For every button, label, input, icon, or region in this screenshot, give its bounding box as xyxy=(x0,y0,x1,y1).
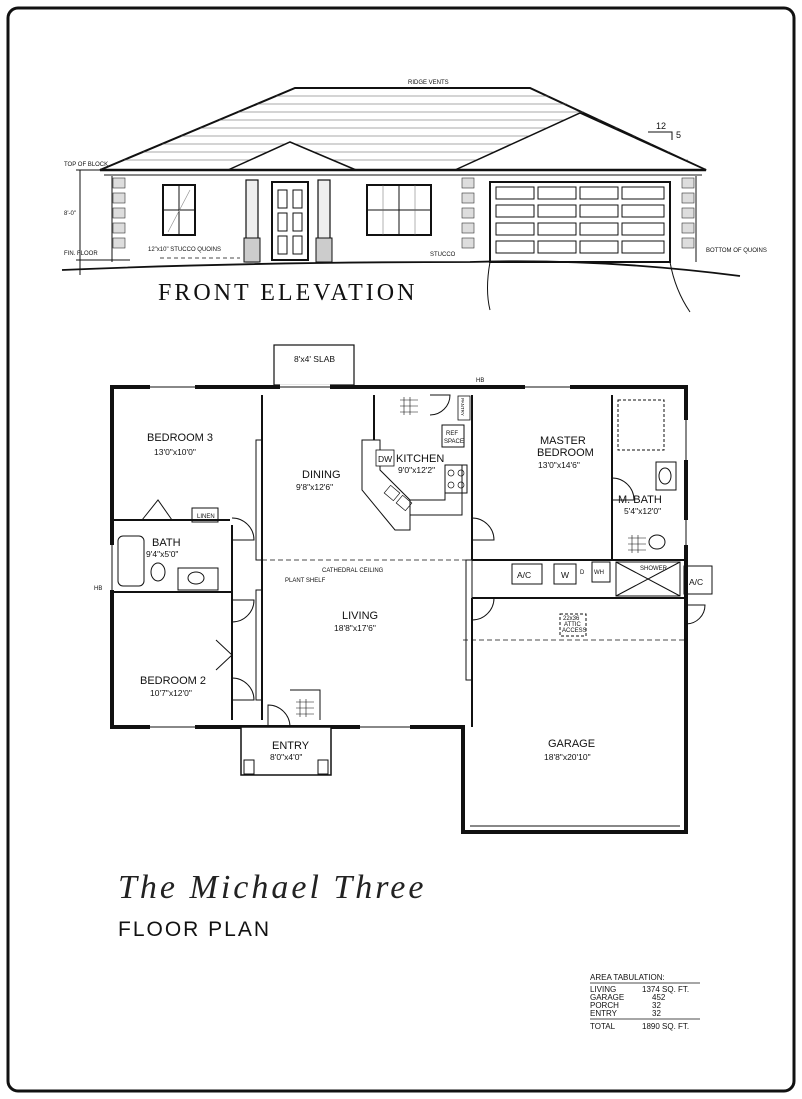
stucco-quoins xyxy=(112,177,695,249)
pantry-label: PANTRY xyxy=(460,398,465,416)
stucco-note: STUCCO xyxy=(430,252,456,258)
floor-plan: 8'x4' SLAB xyxy=(94,344,713,834)
window-left xyxy=(162,184,196,236)
elevation-title: FRONT ELEVATION xyxy=(158,280,417,306)
bedroom2-dim: 10'7"x12'0" xyxy=(150,688,192,698)
entry-porch xyxy=(243,179,333,263)
fin-floor-note: FIN. FLOOR xyxy=(64,251,98,257)
kitchen-name: KITCHEN xyxy=(396,453,444,465)
area-total-value: 1890 SQ. FT. xyxy=(642,1022,689,1031)
kitchen-dim: 9'0"x12'2" xyxy=(398,465,435,475)
master-bath-fixtures xyxy=(615,399,681,597)
door-swings xyxy=(141,394,706,701)
slab-label: 8'x4' SLAB xyxy=(294,354,335,364)
entry-dim: 8'0"x4'0" xyxy=(270,752,302,762)
cathedral-ceiling-note: CATHEDRAL CEILING xyxy=(322,568,384,574)
area-value-entry: 32 xyxy=(652,1009,661,1018)
plan-name-title: The Michael Three xyxy=(118,869,426,906)
washer-label: W xyxy=(561,570,569,580)
area-label-porch: PORCH xyxy=(590,1001,619,1010)
entry-porch-plan xyxy=(240,689,332,776)
area-heading: AREA TABULATION: xyxy=(590,973,665,982)
bath-name: BATH xyxy=(152,537,181,549)
front-elevation: RIDGE VENTS 12 5 TOP OF BLOCK FIN. FLOOR… xyxy=(61,80,767,313)
bath-dim: 9'4"x5'0" xyxy=(146,549,178,559)
window-sills xyxy=(111,386,687,728)
garage-door xyxy=(489,181,671,263)
exterior-walls xyxy=(110,385,688,834)
top-of-block-note: TOP OF BLOCK xyxy=(64,162,108,168)
area-label-entry: ENTRY xyxy=(590,1009,618,1018)
quoins-note: 12"x10" STUCCO QUOINS xyxy=(148,247,221,253)
rear-slab xyxy=(273,344,355,386)
linen-label: LINEN xyxy=(197,514,215,520)
garage-name: GARAGE xyxy=(548,738,595,750)
ref-space-label: SPACE xyxy=(444,439,464,445)
tile-patches xyxy=(296,397,646,717)
front-door xyxy=(271,181,309,261)
area-value-living: 1374 SQ. FT. xyxy=(642,985,689,994)
garage-dim: 18'8"x20'10" xyxy=(544,752,591,762)
entry-name: ENTRY xyxy=(272,740,310,752)
pitch-run: 5 xyxy=(676,130,681,140)
ac-label-1: A/C xyxy=(517,570,531,580)
plant-shelf-note: PLANT SHELF xyxy=(285,578,326,584)
living-dim: 18'8"x17'6" xyxy=(334,623,376,633)
attic-access-label: ACCESS xyxy=(562,628,587,634)
pitch-rise: 12 xyxy=(656,121,666,131)
kitchen-counters xyxy=(361,424,468,531)
grade-line xyxy=(61,260,741,277)
ref-label: REF xyxy=(446,431,458,437)
height-dimension: 8'-0" xyxy=(64,211,76,217)
bedroom3-name: BEDROOM 3 xyxy=(147,432,213,444)
shower-label: SHOWER xyxy=(640,566,668,572)
window-center xyxy=(366,184,432,236)
mbath-name: M. BATH xyxy=(618,494,662,506)
ridge-vents-note: RIDGE VENTS xyxy=(408,80,449,86)
plan-subtitle: FLOOR PLAN xyxy=(118,918,271,941)
ac-label-2: A/C xyxy=(689,577,703,587)
area-total-label: TOTAL xyxy=(590,1022,616,1031)
dishwasher-label: DW xyxy=(378,454,392,464)
bottom-quoins-note: BOTTOM OF QUOINS xyxy=(706,248,767,254)
area-tabulation: AREA TABULATION: LIVING 1374 SQ. FT. GAR… xyxy=(590,973,700,1031)
hose-bib-left: HB xyxy=(94,586,102,592)
area-label-living: LIVING xyxy=(590,985,616,994)
bedroom3-dim: 13'0"x10'0" xyxy=(154,447,196,457)
area-value-porch: 32 xyxy=(652,1001,661,1010)
sheet-border xyxy=(6,6,796,1093)
mbath-dim: 5'4"x12'0" xyxy=(624,506,661,516)
dining-dim: 9'8"x12'6" xyxy=(296,482,333,492)
kitchen-sink xyxy=(383,469,465,512)
hose-bib-top: HB xyxy=(476,378,484,384)
water-heater-label: WH xyxy=(594,570,604,576)
dryer-label: D xyxy=(580,570,585,576)
master-name-line1: MASTER xyxy=(540,435,586,447)
living-name: LIVING xyxy=(342,610,378,622)
area-label-garage: GARAGE xyxy=(590,993,624,1002)
attic-size: 22x36 xyxy=(563,616,580,622)
laundry-area xyxy=(511,561,713,637)
bedroom2-name: BEDROOM 2 xyxy=(140,675,206,687)
attic-label: ATTIC xyxy=(564,622,582,628)
area-value-garage: 452 xyxy=(652,993,666,1002)
master-dim: 13'0"x14'6" xyxy=(538,460,580,470)
hall-bath-fixtures xyxy=(117,507,219,591)
master-name-line2: BEDROOM xyxy=(537,447,594,459)
dining-name: DINING xyxy=(302,469,341,481)
